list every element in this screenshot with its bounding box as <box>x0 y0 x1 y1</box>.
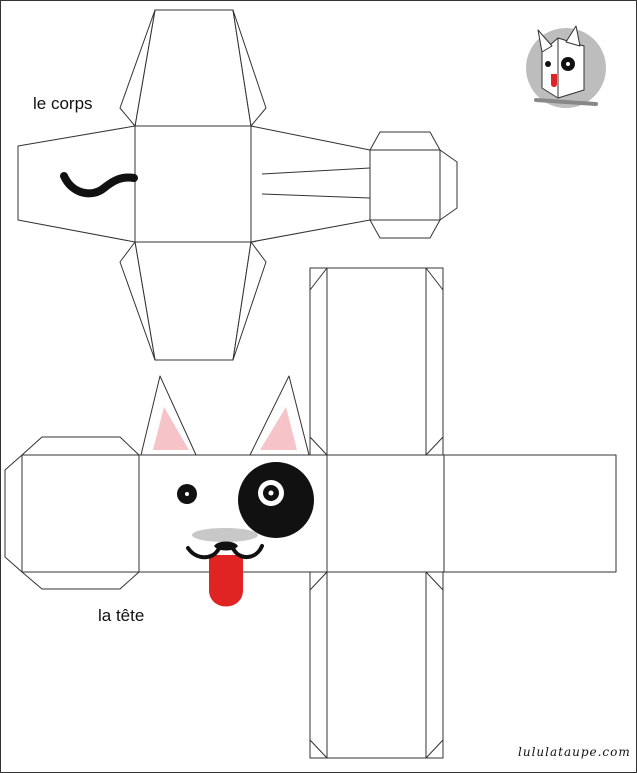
body-label: le corps <box>33 94 93 113</box>
head-top-panel <box>309 267 444 456</box>
body-center-panel <box>134 125 252 243</box>
head-left-tab-top <box>21 436 140 456</box>
head-bottom-tab-left <box>309 571 328 759</box>
dog-cube-logo-icon <box>526 25 606 108</box>
body-right-panel <box>250 125 371 243</box>
head-top-tab-right <box>425 267 444 456</box>
body-top-tab-left <box>119 9 156 127</box>
head-bottom-tab-right <box>425 571 444 759</box>
head-bottom-panel <box>309 571 444 759</box>
head-label: la tête <box>98 606 145 625</box>
body-bottom-tab-right <box>232 241 267 361</box>
body-bottom-tab-left <box>119 241 156 361</box>
head-left-panel <box>21 454 140 573</box>
body-net <box>17 9 458 361</box>
nose-shadow <box>192 528 258 542</box>
head-back-panel <box>443 454 617 573</box>
head-side-panel <box>326 454 445 573</box>
nose <box>214 541 238 551</box>
right-ear-inner <box>260 407 297 450</box>
tail-icon <box>60 172 138 198</box>
left-eye-shine <box>185 492 189 496</box>
head-left-tab-side <box>4 454 23 573</box>
left-ear-inner <box>153 407 189 450</box>
site-watermark: lululataupe.com <box>518 745 631 759</box>
head-net <box>4 267 617 759</box>
body-end-tab-top <box>369 131 441 151</box>
head-top-tab-left <box>309 267 328 456</box>
tongue <box>209 555 243 607</box>
body-end-tab-bottom <box>369 219 441 239</box>
body-end-tab-right <box>439 149 458 221</box>
body-top-tab-right <box>232 9 267 127</box>
body-end-panel <box>369 149 441 221</box>
head-left-tab-bottom <box>21 571 140 590</box>
right-eye-shine <box>268 490 274 496</box>
body-left-panel <box>17 125 136 243</box>
